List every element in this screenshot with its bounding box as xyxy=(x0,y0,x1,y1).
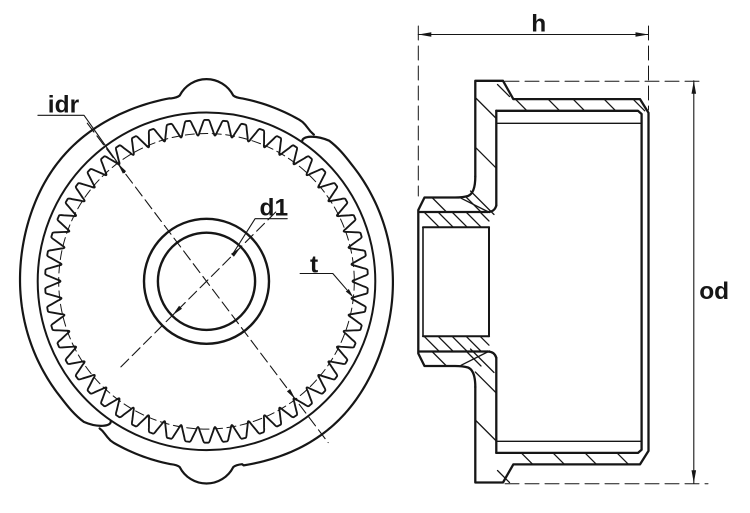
svg-text:d1: d1 xyxy=(260,195,289,222)
svg-text:h: h xyxy=(531,10,546,37)
svg-text:od: od xyxy=(699,278,729,305)
svg-text:idr: idr xyxy=(48,92,80,119)
svg-text:t: t xyxy=(310,251,318,278)
